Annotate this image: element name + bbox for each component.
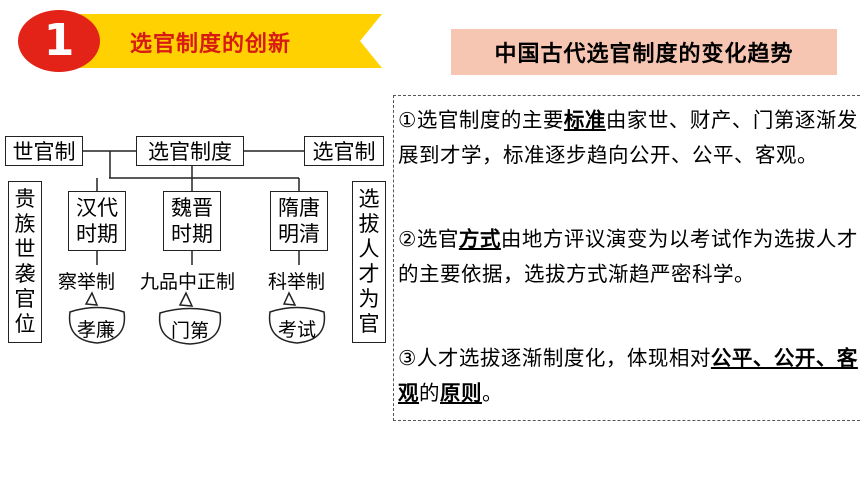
box-hereditary-desc: 贵 族 世 袭 官 位 xyxy=(8,181,42,343)
point-3: ③人才选拔逐渐制度化，体现相对公平、公开、客观的原则。 xyxy=(398,341,858,411)
point-1: ①选官制度的主要标准由家世、财产、门第逐渐发展到才学，标准逐步趋向公开、公平、客… xyxy=(398,103,858,173)
char: 族 xyxy=(14,212,36,236)
diagram-connectors xyxy=(68,150,326,345)
char: 官 xyxy=(14,287,36,311)
period-line: 明清 xyxy=(278,222,320,246)
basis-kaoshi: 考试 xyxy=(278,319,317,341)
period-line: 隋唐 xyxy=(278,196,320,220)
char: 为 xyxy=(358,287,380,311)
label-selection-system: 选官制度 xyxy=(148,140,232,164)
char: 位 xyxy=(14,312,36,336)
period-line: 时期 xyxy=(171,222,213,246)
basis-xiaolian: 孝廉 xyxy=(77,319,116,341)
label-hereditary: 世官制 xyxy=(12,140,76,164)
char: 才 xyxy=(358,262,380,286)
point-3-keyword: 公平、公开、客观 xyxy=(398,346,858,405)
section-banner: 1 选官制度的创新 xyxy=(12,10,382,72)
char: 贵 xyxy=(14,187,36,211)
box-selection-desc: 选 拔 人 才 为 官 xyxy=(352,181,386,343)
box-period-suitang: 隋唐 明清 xyxy=(270,191,328,251)
box-selection-system: 选官制度 xyxy=(136,136,244,166)
topic-title: 中国古代选官制度的变化趋势 xyxy=(494,42,794,67)
trend-panel xyxy=(393,95,860,421)
char: 选 xyxy=(358,187,380,211)
point-2-keyword: 方式 xyxy=(458,227,501,251)
point-3-text-e: 。 xyxy=(482,381,503,405)
system-chaju: 察举制 xyxy=(58,271,116,293)
point-3-text-c: 的 xyxy=(419,381,440,405)
section-number: 1 xyxy=(43,15,75,66)
box-selection-official: 选官制 xyxy=(304,136,384,166)
box-period-weijin: 魏晋 时期 xyxy=(163,191,221,251)
period-line: 汉代 xyxy=(76,196,118,220)
char: 官 xyxy=(358,312,380,336)
point-1-keyword: 标准 xyxy=(563,108,606,132)
point-2-text-c: 由地方评议演变为以考试作为选拔人才的主要依据，选拔方式渐趋严密科学。 xyxy=(398,227,858,286)
topic-box: 中国古代选官制度的变化趋势 xyxy=(451,29,837,75)
section-title: 选官制度的创新 xyxy=(130,32,292,57)
point-3-keyword-2: 原则 xyxy=(440,381,482,405)
point-2: ②选官方式由地方评议演变为以考试作为选拔人才的主要依据，选拔方式渐趋严密科学。 xyxy=(398,222,858,292)
point-1-text-a: ①选官制度的主要 xyxy=(398,108,564,132)
point-1-text-c: 由家世、财产、门第逐渐发展到才学，标准逐步趋向公开、公平、客观。 xyxy=(398,108,858,167)
banner-shape xyxy=(52,14,382,68)
point-3-text-a: ③人才选拔逐渐制度化，体现相对 xyxy=(398,346,711,370)
box-hereditary: 世官制 xyxy=(5,136,83,166)
label-selection-official: 选官制 xyxy=(312,140,376,164)
section-number-badge: 1 xyxy=(18,10,100,72)
period-line: 时期 xyxy=(76,222,118,246)
char: 袭 xyxy=(14,262,36,286)
point-2-text-a: ②选官 xyxy=(398,227,459,251)
box-period-han: 汉代 时期 xyxy=(68,191,126,251)
char: 拔 xyxy=(358,212,380,236)
period-line: 魏晋 xyxy=(171,196,213,220)
system-jiupin: 九品中正制 xyxy=(140,271,236,293)
basis-mendi: 门第 xyxy=(171,320,210,342)
char: 人 xyxy=(358,237,380,261)
char: 世 xyxy=(14,237,36,261)
system-keju: 科举制 xyxy=(268,271,326,293)
